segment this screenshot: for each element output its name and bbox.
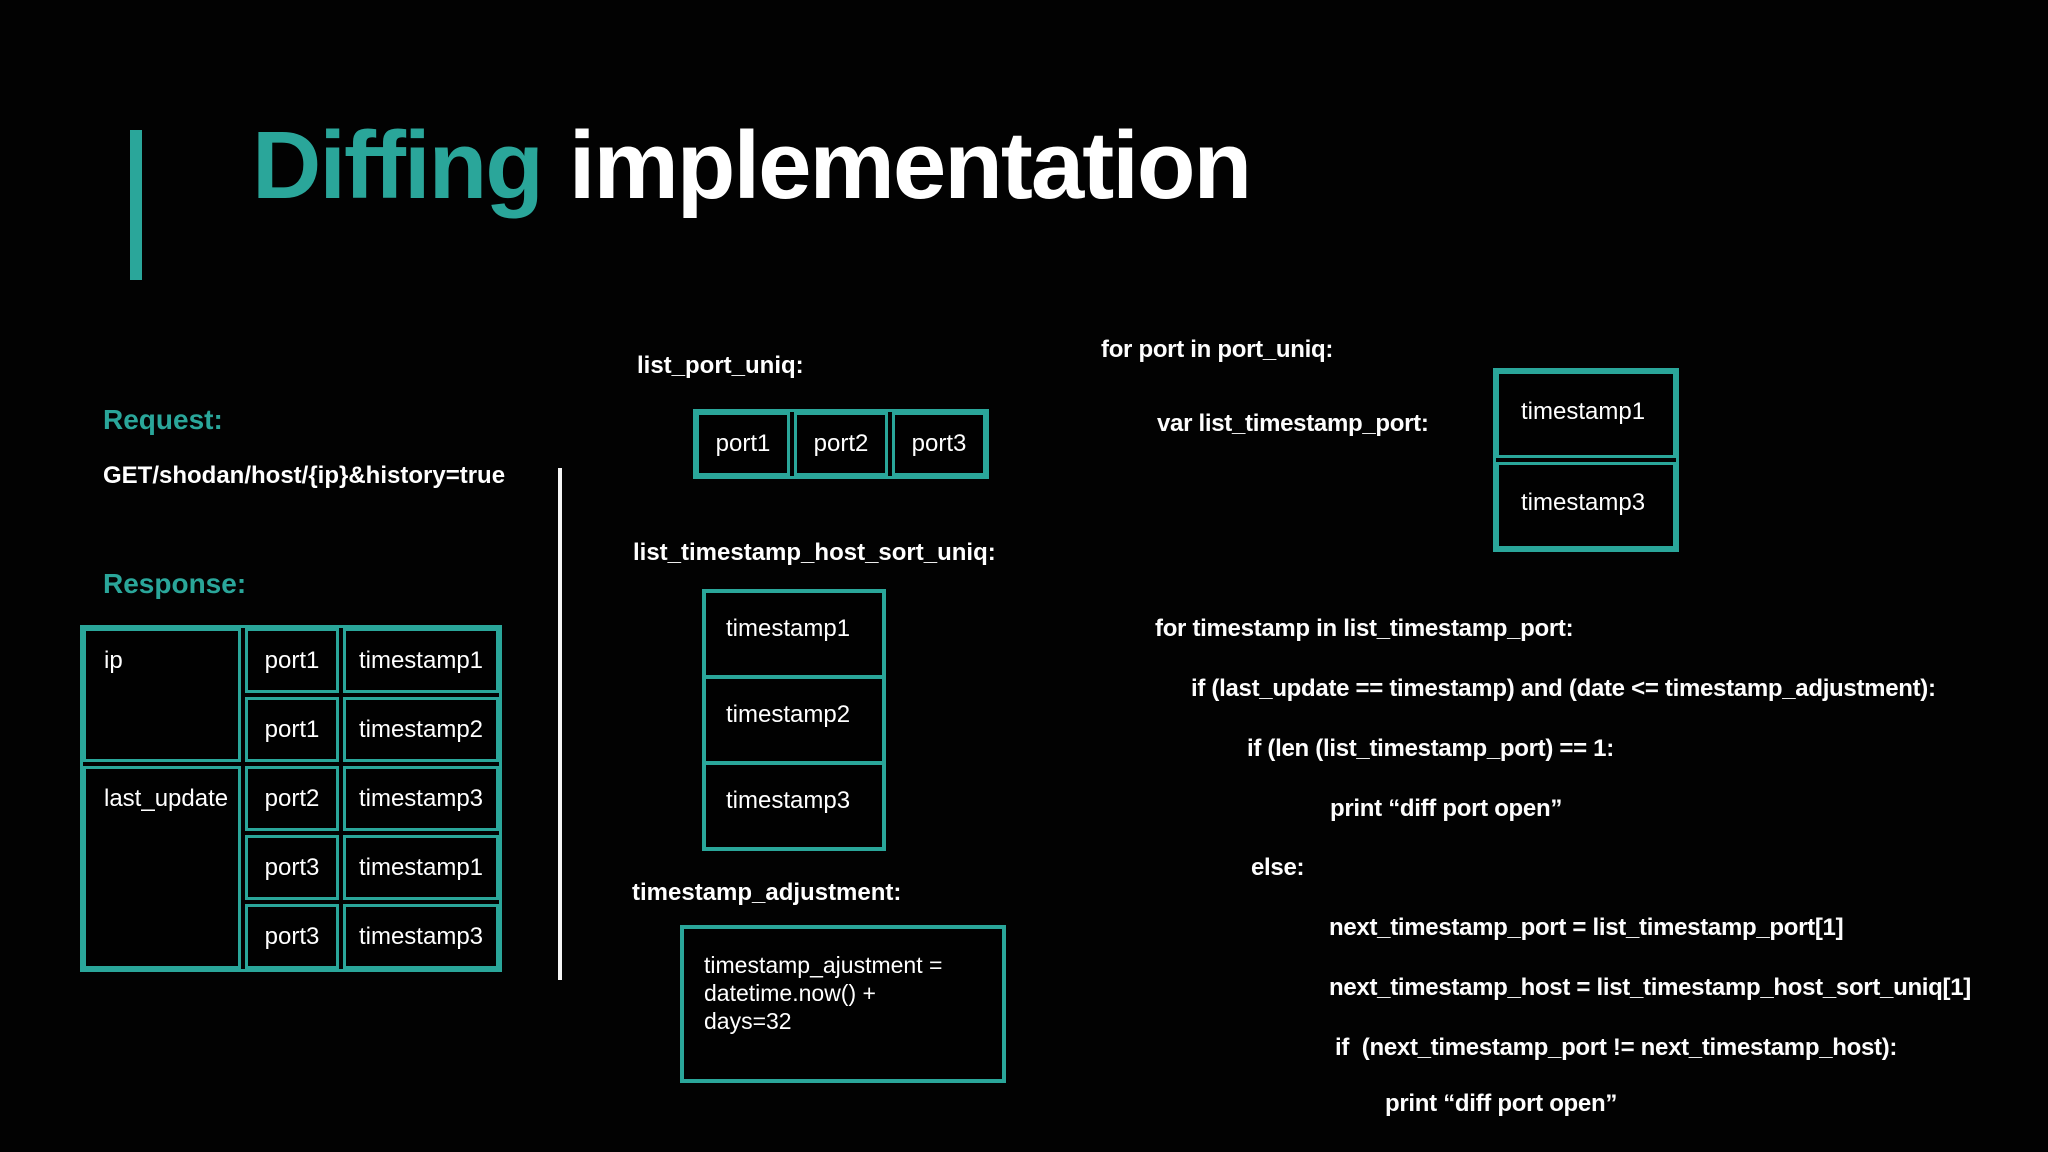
timestamp-adjustment-label: timestamp_adjustment: bbox=[632, 879, 902, 906]
timestamp-cell: timestamp1 bbox=[726, 615, 851, 642]
response-timestamp-cell: timestamp3 bbox=[343, 904, 499, 969]
var-list-timestamp-port-line: var list_timestamp_port: bbox=[1157, 410, 1429, 437]
port-cell: port3 bbox=[892, 412, 986, 476]
list-port-uniq-label: list_port_uniq: bbox=[637, 352, 804, 379]
response-timestamp-cell: timestamp1 bbox=[343, 628, 499, 693]
code-line-7: next_timestamp_host = list_timestamp_hos… bbox=[1329, 974, 1971, 1001]
response-timestamp-cell: timestamp2 bbox=[343, 697, 499, 762]
for-port-line: for port in port_uniq: bbox=[1101, 336, 1334, 363]
code-line-3: if (len (list_timestamp_port) == 1: bbox=[1247, 735, 1614, 762]
list-timestamp-host-sort-uniq-label: list_timestamp_host_sort_uniq: bbox=[633, 539, 996, 566]
port-cell: port1 bbox=[696, 412, 790, 476]
timestamp-cell: timestamp1 bbox=[1496, 371, 1676, 458]
list-timestamp-port-table: timestamp1 timestamp3 bbox=[1493, 368, 1679, 552]
code-line-9: print “diff port open” bbox=[1385, 1090, 1618, 1117]
response-port-cell: port1 bbox=[245, 628, 339, 693]
code-line-6: next_timestamp_port = list_timestamp_por… bbox=[1329, 914, 1844, 941]
response-key-last-update: last_update bbox=[83, 766, 241, 969]
adjustment-box-line: timestamp_ajustment = bbox=[704, 952, 943, 978]
port-cell: port2 bbox=[794, 412, 888, 476]
code-line-4: print “diff port open” bbox=[1330, 795, 1563, 822]
response-port-cell: port3 bbox=[245, 904, 339, 969]
title-rest-text: implementation bbox=[568, 112, 1252, 219]
timestamp-adjustment-box: timestamp_ajustment = datetime.now() + d… bbox=[680, 925, 1006, 1083]
response-port-cell: port1 bbox=[245, 697, 339, 762]
response-port-cell: port3 bbox=[245, 835, 339, 900]
request-label: Request: bbox=[103, 404, 223, 435]
code-line-5: else: bbox=[1251, 854, 1305, 881]
response-port-cell: port2 bbox=[245, 766, 339, 831]
response-key-ip: ip bbox=[83, 628, 241, 762]
list-timestamp-host-sort-uniq-table: timestamp1 timestamp2 timestamp3 bbox=[702, 589, 886, 851]
title-accent-bar bbox=[130, 130, 142, 280]
response-label: Response: bbox=[103, 568, 247, 599]
column-divider bbox=[558, 468, 562, 980]
adjustment-box-line: datetime.now() + bbox=[704, 980, 876, 1006]
code-line-8: if (next_timestamp_port != next_timestam… bbox=[1335, 1034, 1898, 1061]
title-accent-text: Diffing bbox=[252, 112, 544, 219]
response-timestamp-cell: timestamp1 bbox=[343, 835, 499, 900]
request-url: GET/shodan/host/{ip}&history=true bbox=[103, 462, 506, 489]
code-line-1: for timestamp in list_timestamp_port: bbox=[1155, 615, 1574, 642]
timestamp-cell: timestamp3 bbox=[1496, 462, 1676, 549]
adjustment-box-line: days=32 bbox=[704, 1008, 792, 1034]
timestamp-cell: timestamp3 bbox=[706, 761, 882, 847]
response-timestamp-cell: timestamp3 bbox=[343, 766, 499, 831]
timestamp-cell: timestamp2 bbox=[706, 675, 882, 761]
response-table: ip port1 timestamp1 port1 timestamp2 las… bbox=[80, 625, 502, 972]
code-line-2: if (last_update == timestamp) and (date … bbox=[1191, 675, 1936, 702]
list-port-uniq-table: port1 port2 port3 bbox=[693, 409, 989, 479]
